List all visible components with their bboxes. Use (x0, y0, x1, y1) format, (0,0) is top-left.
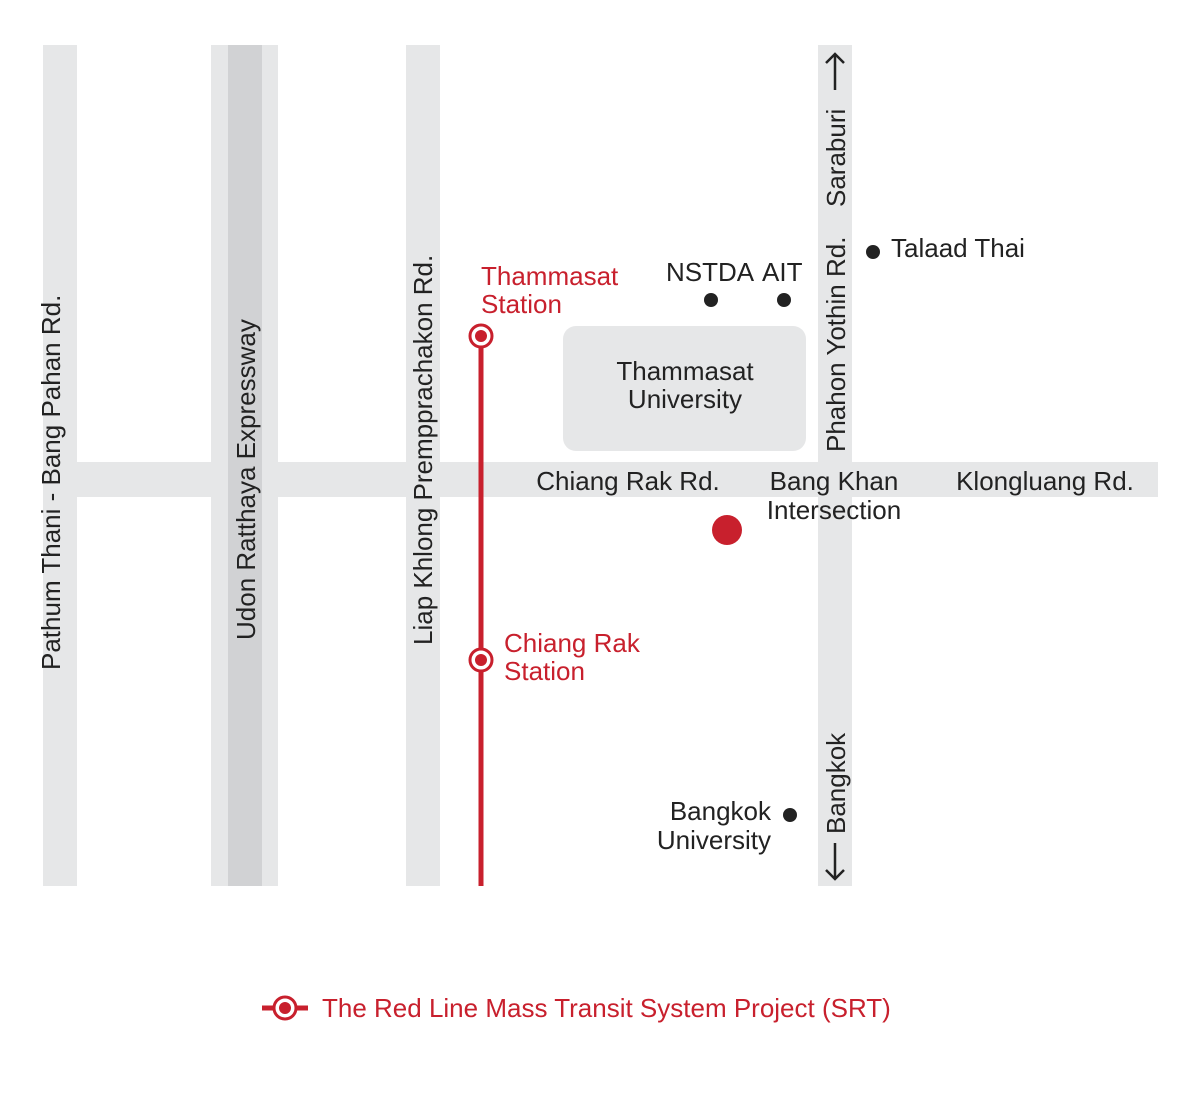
udon-ratthaya-expressway-core (228, 45, 262, 886)
chiang-rak-station-label-line2: Station (504, 656, 585, 686)
arrow-down-icon (825, 843, 845, 881)
chiang-rak-station-marker (468, 647, 494, 673)
liap-khlong-road (406, 45, 440, 886)
bangkok-university-label-line1: Bangkok (670, 796, 772, 826)
phahon-yothin-road-label: Phahon Yothin Rd. (821, 237, 851, 452)
thammasat-campus (563, 326, 806, 451)
location-pin-icon (712, 515, 742, 545)
bangkok-direction-label: Bangkok (821, 732, 851, 834)
chiang-rak-station-label-line1: Chiang Rak (504, 628, 641, 658)
arrow-up-icon (825, 52, 845, 90)
thammasat-station-marker (468, 323, 494, 349)
pathum-thani-road (43, 45, 77, 886)
legend-label: The Red Line Mass Transit System Project… (322, 993, 891, 1023)
bang-khan-label-line1: Bang Khan (770, 466, 899, 496)
campus-label-line2: University (628, 384, 742, 414)
talaad-thai-dot-icon (866, 245, 880, 259)
campus-label-line1: Thammasat (616, 356, 754, 386)
legend: The Red Line Mass Transit System Project… (262, 993, 891, 1023)
nstda-label: NSTDA (666, 257, 755, 287)
legend-station-dot (279, 1002, 291, 1014)
thammasat-station-label-line2: Station (481, 289, 562, 319)
phahon-yothin-road (818, 45, 852, 886)
thammasat-station-label-line1: Thammasat (481, 261, 619, 291)
bang-khan-label-line2: Intersection (767, 495, 901, 525)
saraburi-label: Saraburi (821, 109, 851, 207)
liap-khlong-road-label: Liap Khlong Prempprachakon Rd. (408, 255, 438, 645)
pathum-thani-road-label: Pathum Thani - Bang Pahan Rd. (36, 295, 66, 670)
ait-dot-icon (777, 293, 791, 307)
klongluang-road-label: Klongluang Rd. (956, 466, 1134, 496)
chiang-rak-road-label: Chiang Rak Rd. (536, 466, 720, 496)
nstda-dot-icon (704, 293, 718, 307)
ait-label: AIT (762, 257, 803, 287)
bangkok-university-dot-icon (783, 808, 797, 822)
udon-ratthaya-expressway-label: Udon Ratthaya Expressway (231, 319, 261, 640)
bangkok-university-label-line2: University (657, 825, 771, 855)
talaad-thai-label: Talaad Thai (891, 233, 1025, 263)
